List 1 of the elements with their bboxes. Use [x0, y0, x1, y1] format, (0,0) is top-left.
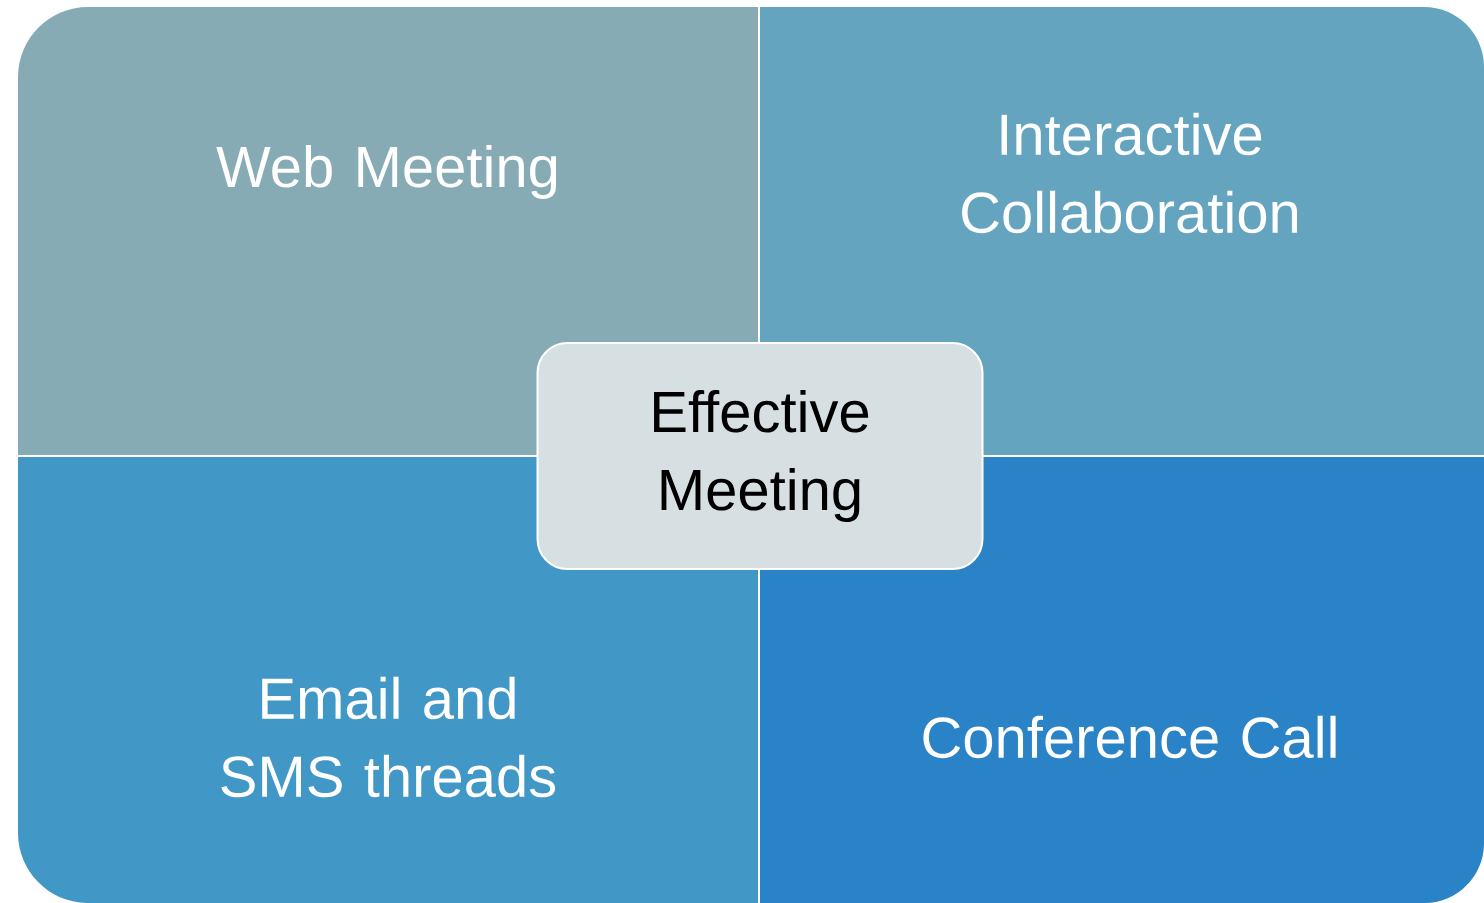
center-box: Effective Meeting — [536, 342, 984, 570]
